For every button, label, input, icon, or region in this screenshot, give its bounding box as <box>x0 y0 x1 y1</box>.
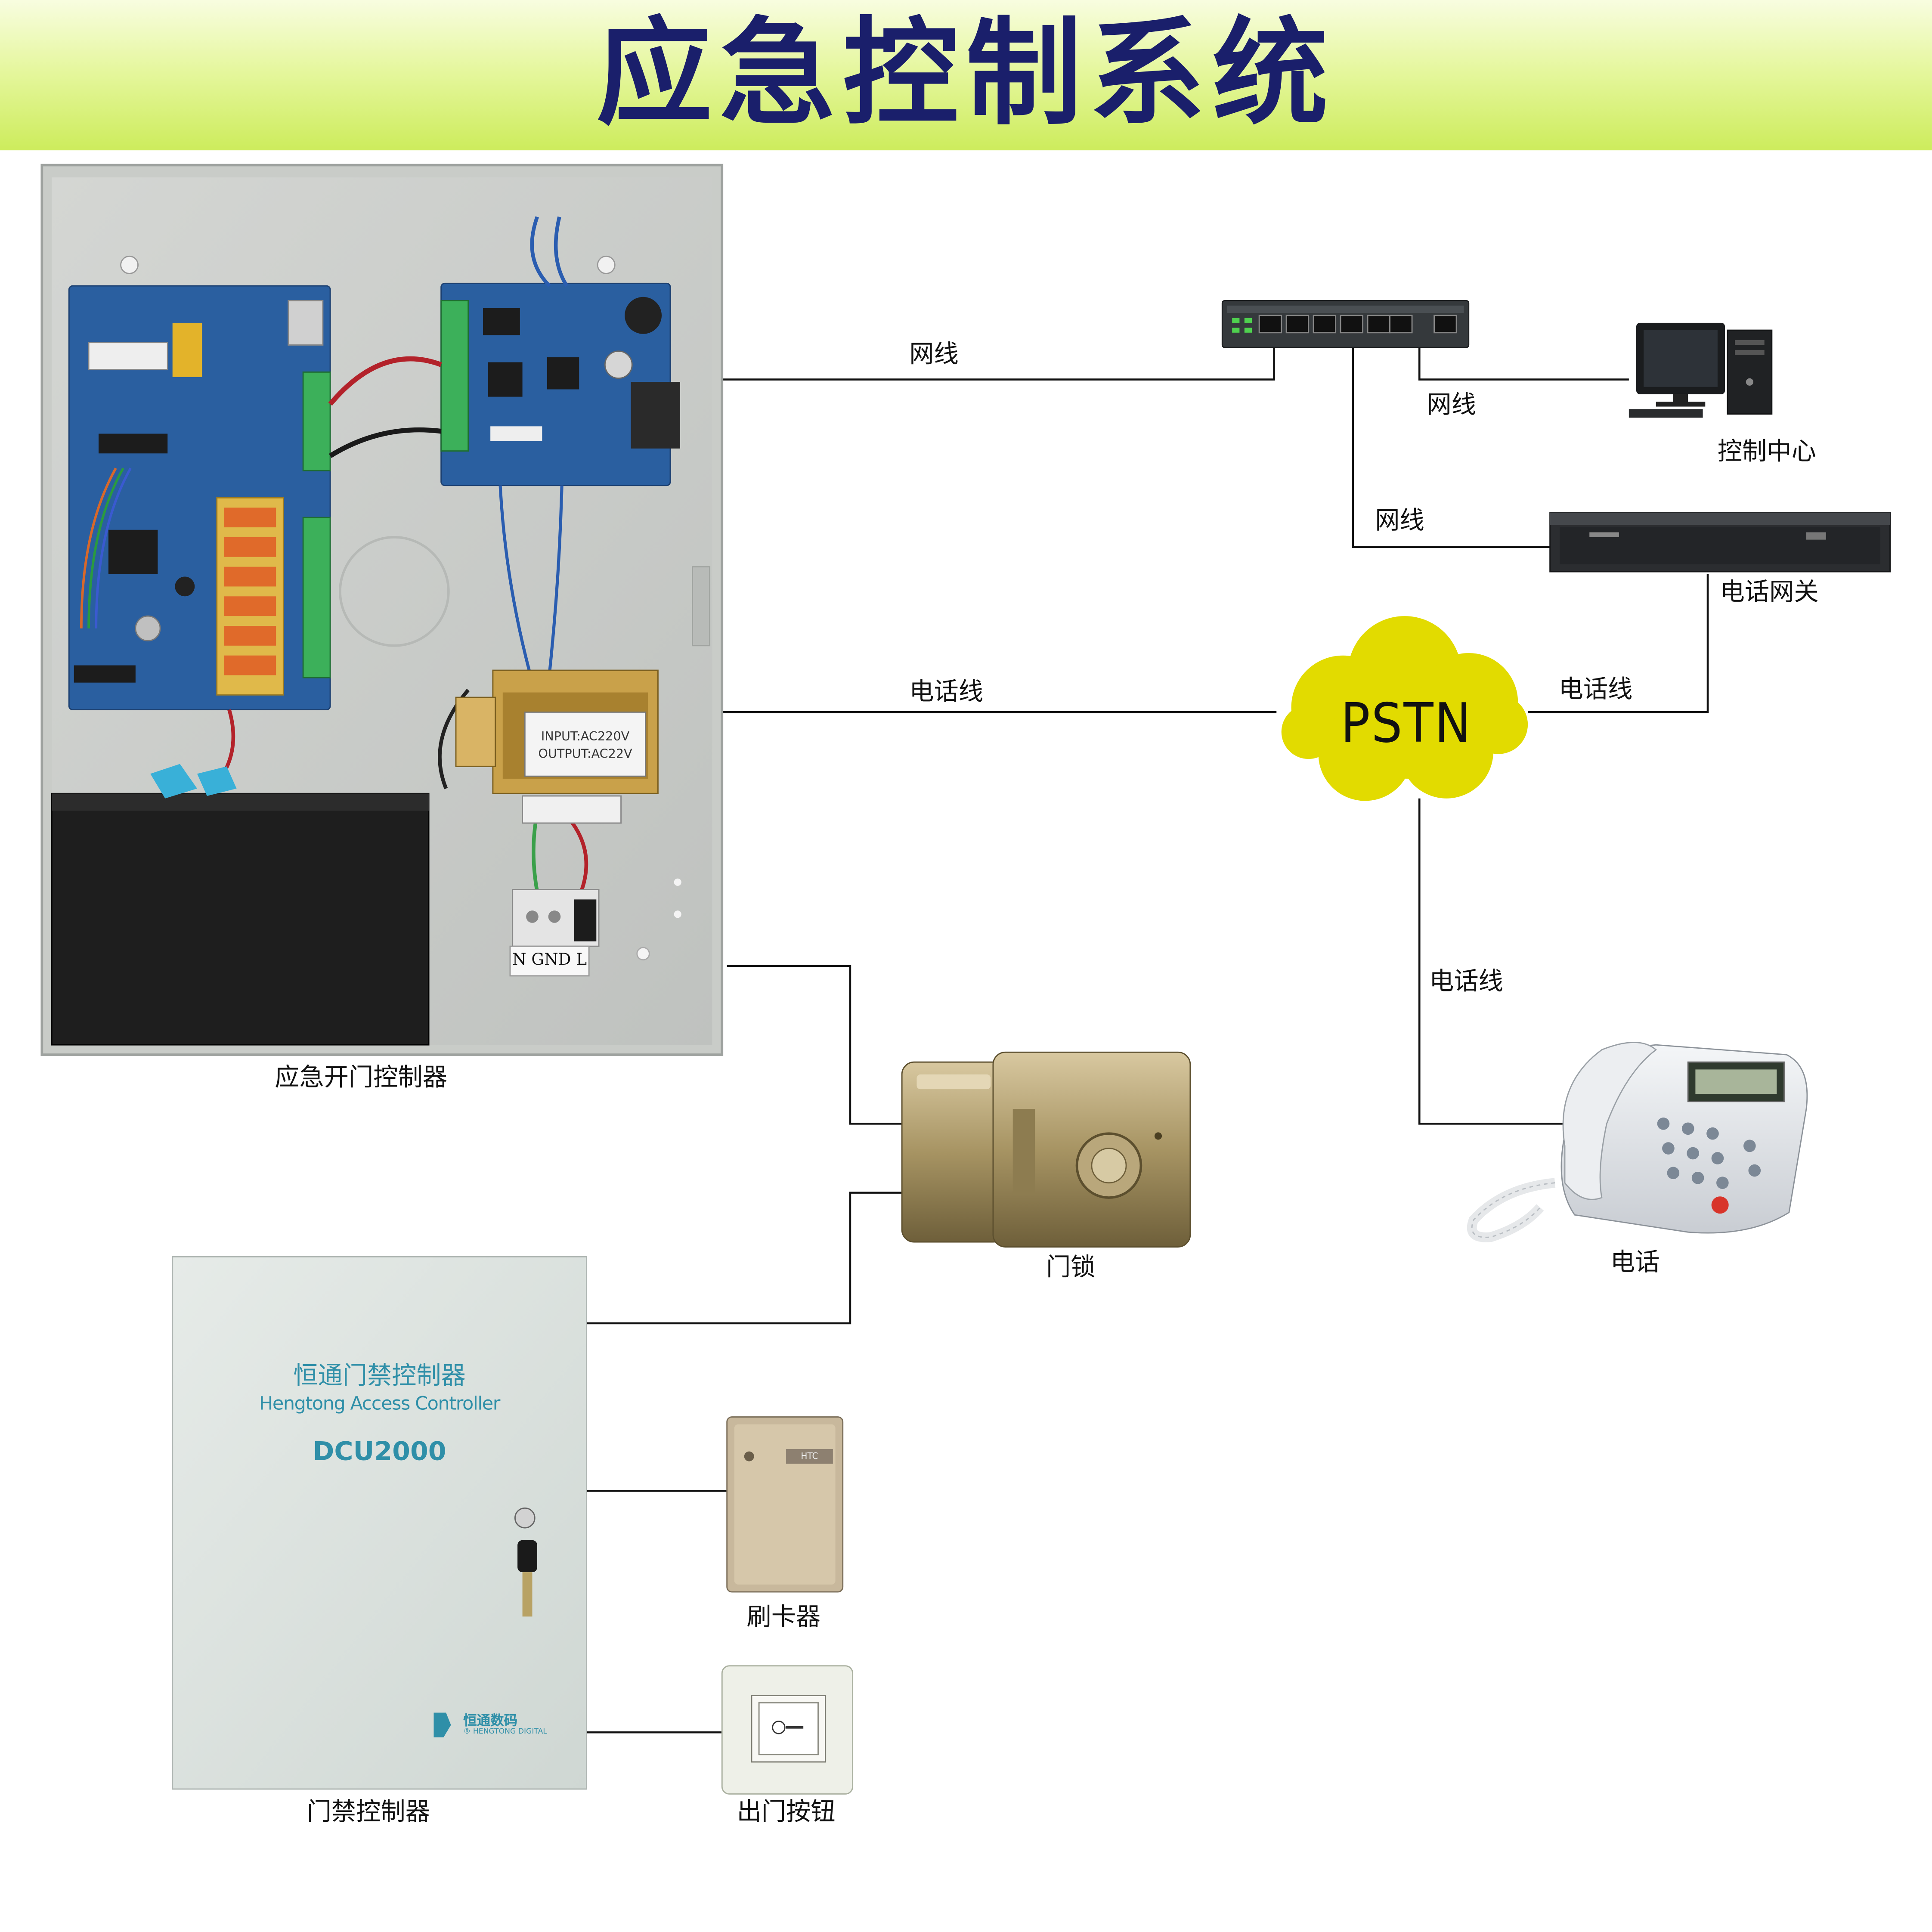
emergency-controller-label: 应急开门控制器 <box>275 1062 447 1092</box>
control-center-computer <box>1629 322 1773 418</box>
access-controller-box <box>172 1256 587 1790</box>
connection-lines <box>586 345 1709 1734</box>
phone-line-label-3: 电话线 <box>1429 966 1503 996</box>
transformer-label: INPUT:AC220V OUTPUT:AC22V <box>529 729 642 764</box>
card-reader-label: 刷卡器 <box>746 1601 821 1632</box>
phone-gateway-device <box>1549 512 1891 573</box>
door-lock-label: 门锁 <box>1046 1251 1096 1282</box>
card-reader-brand: HTC <box>801 1451 818 1461</box>
access-panel-title-en: Hengtong Access Controller <box>259 1392 500 1415</box>
line-access-lock <box>586 1192 912 1325</box>
page-title: 应急控制系统 <box>596 7 1336 142</box>
transformer-output-text: OUTPUT:AC22V <box>538 748 632 762</box>
access-panel-brand-en: ® HENGTONG DIGITAL <box>463 1727 547 1736</box>
telephone-label: 电话 <box>1610 1247 1660 1277</box>
line-switch-pc <box>1418 347 1629 381</box>
access-panel-brand-cn: 恒通数码 <box>463 1712 518 1729</box>
line-switch-gateway <box>1352 345 1550 548</box>
terminal-label: N GND L <box>512 951 587 970</box>
phone-gateway-label: 电话网关 <box>1720 576 1819 607</box>
access-panel-model: DCU2000 <box>313 1437 446 1467</box>
net-line-label-1: 网线 <box>909 339 959 368</box>
title-banner <box>0 0 1932 151</box>
emergency-controller-photo <box>40 164 724 1056</box>
transformer-input-text: INPUT:AC220V <box>541 731 630 744</box>
access-controller-label: 门禁控制器 <box>307 1796 430 1826</box>
line-controller-lock <box>727 965 912 1125</box>
telephone-device <box>1467 1041 1808 1242</box>
access-panel-title-cn: 恒通门禁控制器 <box>293 1360 466 1390</box>
line-pstn-telephone <box>1418 798 1575 1125</box>
exit-button-label: 出门按钮 <box>737 1796 836 1826</box>
line-pstn-gateway <box>1528 574 1709 713</box>
exit-button-device <box>721 1665 854 1795</box>
card-reader-device <box>726 1416 844 1593</box>
net-line-label-2: 网线 <box>1427 389 1476 419</box>
phone-line-label-1: 电话线 <box>909 676 984 706</box>
door-lock-device <box>901 1051 1191 1248</box>
network-switch <box>1221 300 1470 348</box>
phone-line-label-2: 电话线 <box>1558 674 1633 704</box>
pstn-label: PSTN <box>1341 692 1473 755</box>
line-controller-switch <box>719 347 1275 381</box>
control-center-label: 控制中心 <box>1717 436 1816 466</box>
pstn-cloud <box>1281 616 1528 801</box>
net-line-label-3: 网线 <box>1375 505 1424 535</box>
